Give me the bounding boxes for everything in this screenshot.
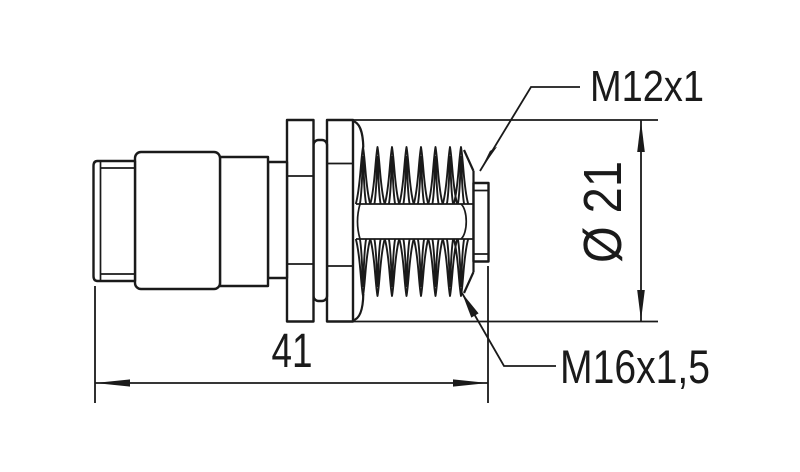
arrow-right-icon xyxy=(453,379,488,387)
thread-m16 xyxy=(352,120,475,322)
connector-body xyxy=(92,118,355,323)
flange-2 xyxy=(325,118,355,323)
thread-tip-m12 xyxy=(472,181,490,263)
body-neck-section xyxy=(266,160,289,280)
flange-1 xyxy=(285,118,315,323)
arrow-down-icon xyxy=(637,290,645,321)
dimension-length: 41 xyxy=(94,266,489,403)
leader-m16: M16x1,5 xyxy=(461,292,710,393)
label-length: 41 xyxy=(272,325,313,378)
cable-entry-section xyxy=(92,159,137,283)
label-front-thread: M12x1 xyxy=(590,62,704,111)
leader-arrow-icon xyxy=(462,293,479,318)
arrow-left-icon xyxy=(95,379,130,387)
leader-arrow-icon xyxy=(480,146,498,171)
thread-crests-bottom xyxy=(354,238,470,297)
body-mid-section xyxy=(218,155,270,288)
thread-crests-top xyxy=(354,146,470,205)
body-main-section xyxy=(133,150,222,291)
leader-m12: M12x1 xyxy=(479,62,704,172)
seal-washer xyxy=(312,138,329,303)
label-mounting-thread: M16x1,5 xyxy=(560,340,710,393)
label-diameter: Ø 21 xyxy=(573,161,633,263)
arrow-up-icon xyxy=(637,121,645,152)
dimension-diameter: Ø 21 xyxy=(353,119,658,323)
